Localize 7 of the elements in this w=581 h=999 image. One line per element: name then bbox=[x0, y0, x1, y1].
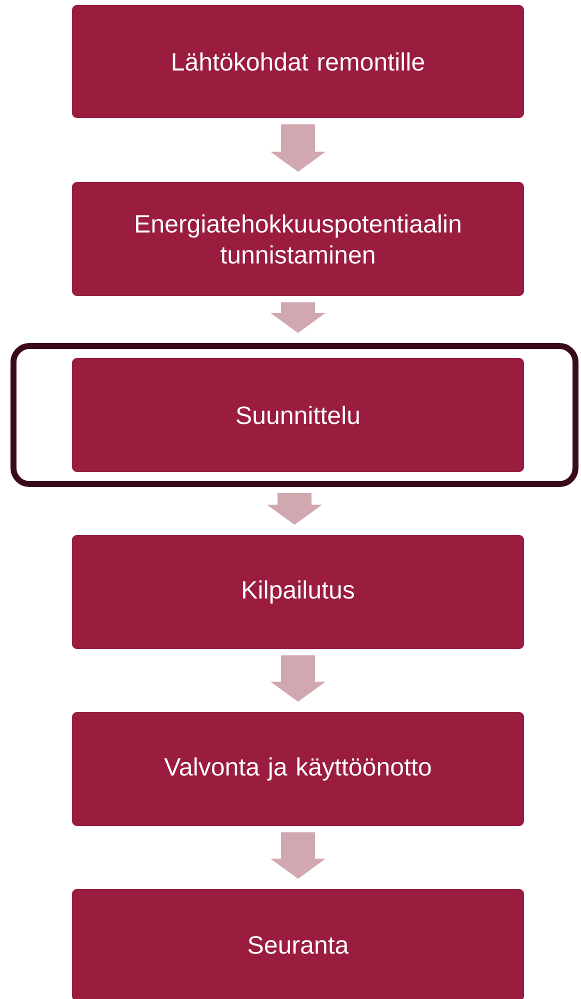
process-box: Lähtökohdat remontille bbox=[72, 5, 524, 118]
process-box: Energiatehokkuuspotentiaalin tunnistaminen bbox=[72, 182, 524, 296]
process-box: Seuranta bbox=[72, 889, 524, 999]
highlight-frame bbox=[10, 343, 578, 487]
process-box: Valvonta ja käyttöönotto bbox=[72, 712, 524, 826]
process-box: Kilpailutus bbox=[72, 535, 524, 649]
process-box: Suunnittelu bbox=[72, 358, 524, 472]
